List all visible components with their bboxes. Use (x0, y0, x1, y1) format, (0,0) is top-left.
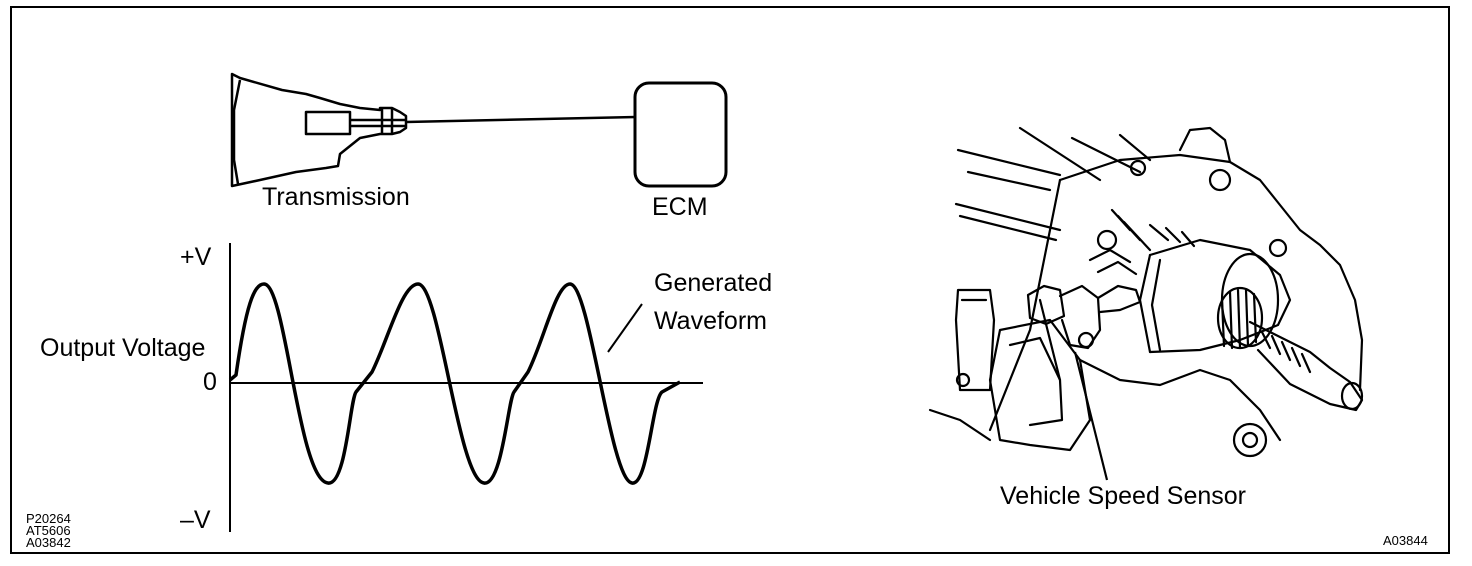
plus-v-label: +V (180, 243, 212, 271)
output-voltage-label: Output Voltage (40, 334, 206, 362)
minus-v-label: –V (180, 506, 211, 534)
waveform-label: Waveform (654, 307, 767, 335)
zero-label: 0 (203, 368, 217, 396)
figure-code-left-2: AT5606 (26, 523, 71, 538)
transmission-label: Transmission (262, 183, 410, 211)
figure-code-left-3: A03842 (26, 535, 71, 550)
generated-label: Generated (654, 269, 773, 297)
figure-code-right: A03844 (1383, 533, 1428, 548)
ecm-box (633, 81, 728, 188)
figure-code-left-1: P20264 (26, 511, 71, 526)
signal-wire (405, 115, 637, 124)
transmission-outline (230, 72, 408, 188)
waveform-leader (607, 303, 643, 353)
vehicle-speed-sensor-label: Vehicle Speed Sensor (1000, 482, 1247, 510)
generated-waveform (228, 282, 681, 485)
ecm-label: ECM (652, 193, 708, 221)
sensor-leader (1073, 351, 1109, 481)
speed-sensor-illustration (928, 126, 1364, 458)
figure-frame (10, 6, 1450, 554)
